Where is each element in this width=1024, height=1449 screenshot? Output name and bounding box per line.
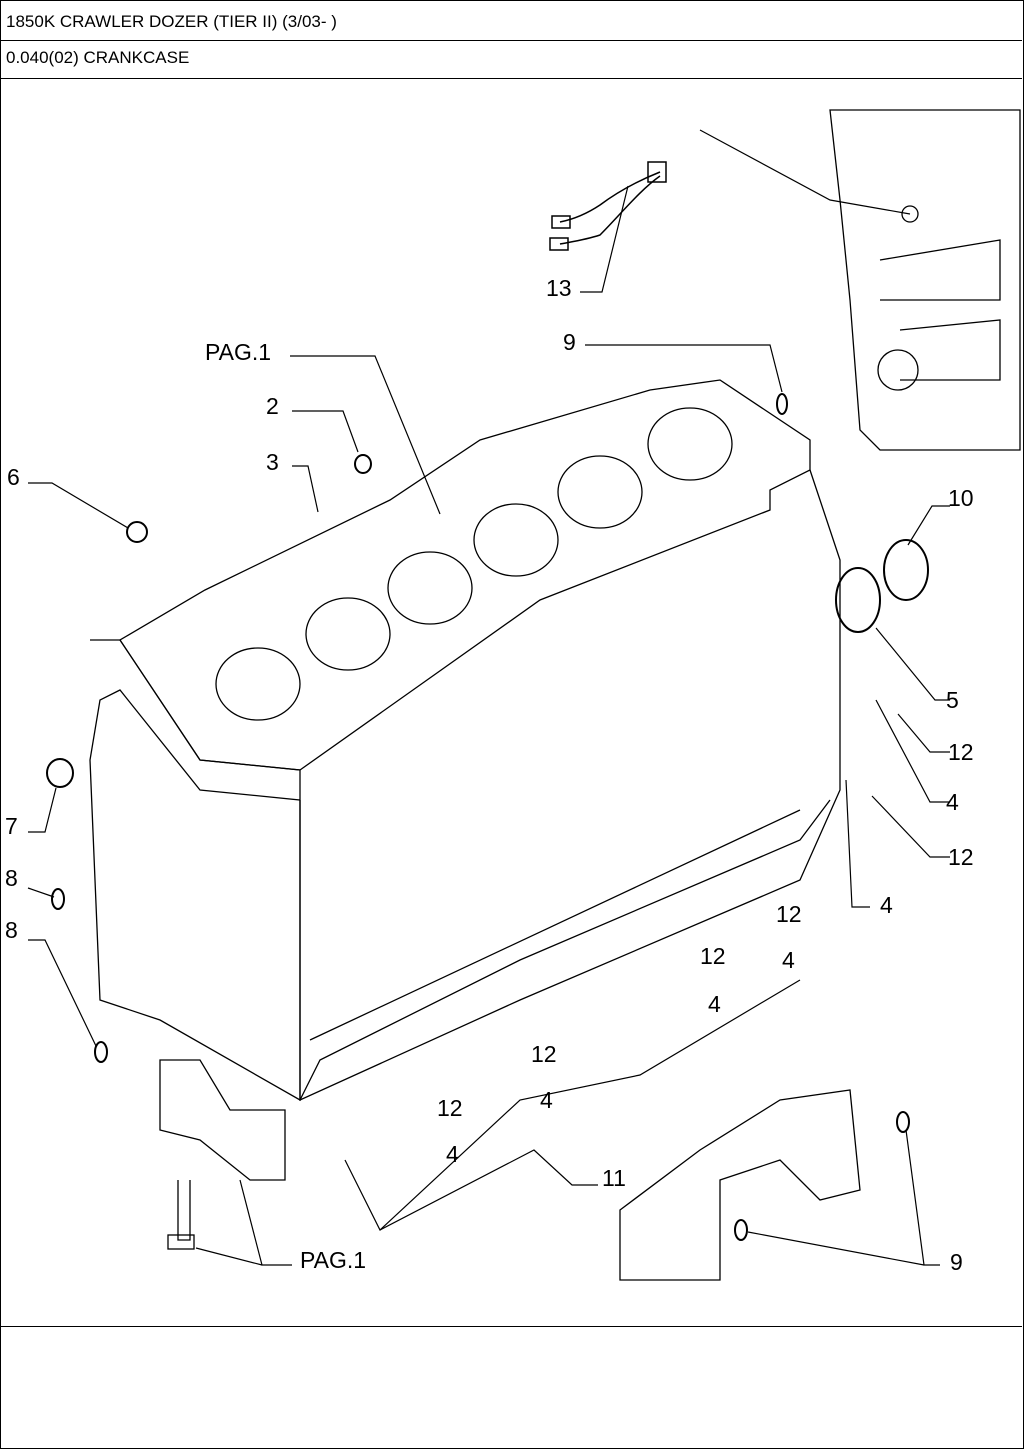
leader-lines bbox=[27, 129, 950, 1266]
seal-ring-5 bbox=[835, 567, 881, 633]
footer-area bbox=[0, 1326, 1022, 1447]
callout-9-top: 9 bbox=[563, 329, 576, 355]
header-bottom-rule bbox=[0, 78, 1022, 79]
plug-9-right bbox=[896, 1111, 910, 1133]
cover-plug-10 bbox=[883, 539, 929, 601]
callout-4-a: 4 bbox=[946, 789, 959, 815]
page-title: 1850K CRAWLER DOZER (TIER II) (3/03- ) bbox=[6, 12, 337, 31]
callout-pag1-top: PAG.1 bbox=[205, 339, 271, 365]
callout-2: 2 bbox=[266, 393, 279, 419]
callout-12-f: 12 bbox=[437, 1095, 463, 1121]
plug-7 bbox=[46, 758, 74, 788]
footer-divider bbox=[0, 1326, 1022, 1327]
callout-11: 11 bbox=[602, 1165, 626, 1191]
callout-13: 13 bbox=[546, 275, 572, 301]
callout-3: 3 bbox=[266, 449, 279, 475]
callout-8-a: 8 bbox=[5, 865, 18, 891]
callout-labels: 13 PAG.1 9 2 3 6 10 5 12 4 12 4 7 8 8 12… bbox=[5, 275, 974, 1275]
callout-10: 10 bbox=[948, 485, 974, 511]
cylinder-bores bbox=[215, 407, 733, 721]
rear-cover bbox=[619, 1089, 861, 1281]
callout-4-c: 4 bbox=[782, 947, 795, 973]
callout-8-b: 8 bbox=[5, 917, 18, 943]
callout-12-b: 12 bbox=[948, 844, 974, 870]
plug-9-top bbox=[776, 393, 788, 415]
callout-12-d: 12 bbox=[700, 943, 726, 969]
main-bearing-cap bbox=[159, 1059, 286, 1250]
callout-4-e: 4 bbox=[540, 1087, 553, 1113]
plug-2 bbox=[354, 454, 372, 474]
callout-9-bottom: 9 bbox=[950, 1249, 963, 1275]
callout-6: 6 bbox=[7, 464, 20, 490]
plug-8a bbox=[51, 888, 65, 910]
callout-12-e: 12 bbox=[531, 1041, 557, 1067]
parts-small bbox=[46, 393, 929, 1241]
plug-8b bbox=[94, 1041, 108, 1063]
callout-pag1-bottom: PAG.1 bbox=[300, 1247, 366, 1273]
callout-12-c: 12 bbox=[776, 901, 802, 927]
plug-6 bbox=[126, 521, 148, 543]
section-title: 0.040(02) CRANKCASE bbox=[6, 48, 190, 67]
callout-12-a: 12 bbox=[948, 739, 974, 765]
flywheel-housing bbox=[829, 109, 1021, 451]
crankcase-exploded-diagram: 13 PAG.1 9 2 3 6 10 5 12 4 12 4 7 8 8 12… bbox=[5, 109, 1021, 1281]
plug-9-left bbox=[734, 1219, 748, 1241]
callout-4-d: 4 bbox=[708, 991, 721, 1017]
callout-4-f: 4 bbox=[446, 1141, 459, 1167]
callout-4-b: 4 bbox=[880, 892, 893, 918]
callout-5: 5 bbox=[946, 687, 959, 713]
sensor-harness bbox=[549, 161, 667, 251]
callout-7: 7 bbox=[5, 813, 18, 839]
crankcase-block bbox=[89, 379, 841, 1102]
header-divider bbox=[0, 40, 1022, 41]
